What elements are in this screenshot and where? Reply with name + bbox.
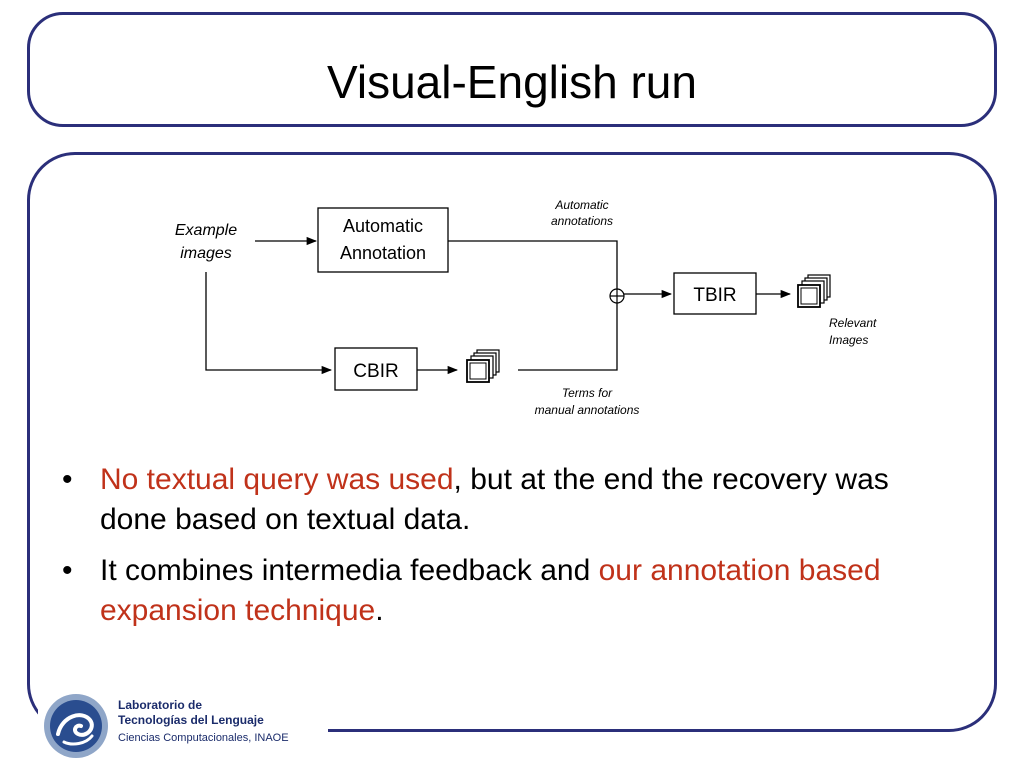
cbir-label: CBIR xyxy=(353,361,398,382)
bullet-list: • No textual query was used, but at the … xyxy=(62,460,962,642)
bullet-2-text: It combines intermedia feedback and xyxy=(100,554,599,587)
automatic-annotations-label-2: annotations xyxy=(551,214,613,228)
bullet-2-highlight: our annotation based expansion technique xyxy=(100,554,881,627)
bullet-1-text: , but at the end the recovery was done b… xyxy=(100,463,889,536)
automatic-annotation-label-1: Automatic xyxy=(343,216,423,236)
bullet-dot: • xyxy=(62,463,73,496)
bullet-item: • No textual query was used, but at the … xyxy=(62,460,962,540)
logo-line-2: Tecnologías del Lenguaje xyxy=(118,713,264,727)
relevant-images-label-1: Relevant xyxy=(829,316,877,330)
terms-label-1: Terms for xyxy=(562,386,613,400)
cbir-box xyxy=(334,347,418,391)
tbir-label: TBIR xyxy=(693,285,736,306)
bullet-1-highlight: No textual query was used xyxy=(100,463,454,496)
automatic-annotations-label-1: Automatic xyxy=(554,198,608,212)
logo-line-3: Ciencias Computacionales, INAOE xyxy=(118,732,289,744)
cbir-to-combiner-line xyxy=(518,303,618,371)
terms-label-2: manual annotations xyxy=(535,403,640,417)
content-panel xyxy=(27,152,997,732)
tbir-box xyxy=(673,272,757,315)
automatic-annotation-label-2: Annotation xyxy=(340,243,426,263)
example-images-label: Example xyxy=(175,222,237,239)
cbir-output-stack-icon xyxy=(466,349,500,383)
bullet-2-end: . xyxy=(375,594,384,627)
annotation-to-combiner-line xyxy=(448,240,618,289)
slide-title: Visual-English run xyxy=(327,56,697,108)
lab-logo: Laboratorio de Tecnologías del Lenguaje … xyxy=(38,686,328,764)
automatic-annotation-box xyxy=(317,207,449,273)
example-to-cbir-line xyxy=(205,272,333,375)
bullet-item: • It combines intermedia feedback and ou… xyxy=(62,551,962,631)
relevant-images-stack-icon xyxy=(797,274,831,308)
example-images-label-2: images xyxy=(180,245,232,262)
title-panel: Visual-English run xyxy=(27,12,997,127)
lab-emblem-icon xyxy=(44,694,108,758)
logo-line-1: Laboratorio de xyxy=(118,698,203,712)
bullet-dot: • xyxy=(62,554,73,587)
relevant-images-label-2: Images xyxy=(829,333,868,347)
